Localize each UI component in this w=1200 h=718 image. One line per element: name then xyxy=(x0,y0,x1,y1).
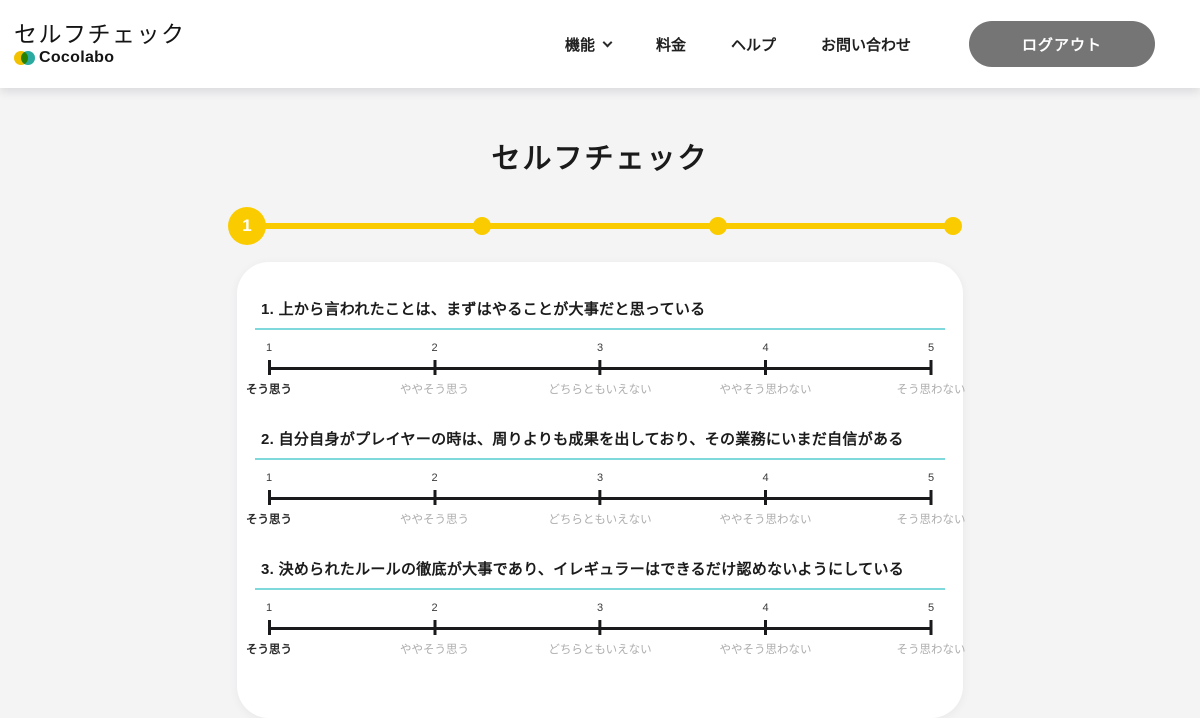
scale-tick xyxy=(929,360,933,375)
scale-tick xyxy=(764,620,767,635)
scale-number: 1 xyxy=(265,602,273,614)
scale-label: そう思う xyxy=(246,644,292,656)
cocolabo-venn-icon xyxy=(14,50,37,66)
nav-item-label: ヘルプ xyxy=(730,36,776,54)
chevron-down-icon xyxy=(602,37,613,47)
brand-row: Cocolabo xyxy=(14,49,186,67)
scale-number: 5 xyxy=(927,602,935,614)
scale-tick xyxy=(598,490,602,505)
question-title: 2. 自分自身がプレイヤーの時は、周りよりも成果を出しており、その業務にいまだ自… xyxy=(255,428,945,460)
scale-label: ややそう思う xyxy=(400,514,469,526)
rating-scale: 1 そう思う 2 ややそう思う 3 どちらともいえない 4 ややそう思わない 5 そう思わない xyxy=(246,472,966,530)
scale-number: 5 xyxy=(927,472,935,484)
brand-name: Cocolabo xyxy=(39,49,115,67)
scale-number: 1 xyxy=(265,342,273,354)
header: セルフチェック Cocolabo 機能 料金 ヘルプ お問い合わせ ログアウト xyxy=(0,0,1200,88)
scale-label: どちらともいえない xyxy=(548,384,652,396)
scale-tick xyxy=(598,360,602,375)
progress-stepper: 1 xyxy=(228,207,962,245)
scale-tick xyxy=(267,360,271,375)
scale-tick xyxy=(433,490,436,505)
scale-label: そう思わない xyxy=(896,514,966,526)
question-title: 3. 決められたルールの徹底が大事であり、イレギュラーはできるだけ認めないように… xyxy=(255,558,945,590)
nav-item-label: お問い合わせ xyxy=(820,36,911,54)
step-node-2 xyxy=(473,217,492,235)
scale-number: 3 xyxy=(596,472,604,484)
scale-label: ややそう思わない xyxy=(719,644,812,656)
scale-tick xyxy=(929,620,933,635)
scale-point-1[interactable]: 1 そう思う xyxy=(246,342,292,397)
step-node-3 xyxy=(708,217,727,235)
scale-tick xyxy=(764,360,767,375)
logo[interactable]: セルフチェック Cocolabo xyxy=(14,21,186,67)
scale-number: 2 xyxy=(431,472,438,484)
scale-point-2[interactable]: 2 ややそう思う xyxy=(400,472,469,527)
scale-point-4[interactable]: 4 ややそう思わない xyxy=(720,342,812,397)
scale-number: 3 xyxy=(596,602,604,614)
scale-label: どちらともいえない xyxy=(548,644,652,656)
scale-label: ややそう思う xyxy=(400,644,469,656)
scale-label: ややそう思わない xyxy=(719,384,812,396)
scale-point-4[interactable]: 4 ややそう思わない xyxy=(720,472,812,527)
rating-scale: 1 そう思う 2 ややそう思う 3 どちらともいえない 4 ややそう思わない 5 そう思わない xyxy=(246,602,966,660)
step-node-1: 1 xyxy=(228,207,266,245)
logout-button[interactable]: ログアウト xyxy=(969,21,1155,67)
scale-number: 4 xyxy=(762,342,769,354)
nav-item-pricing[interactable]: 料金 xyxy=(656,34,686,55)
scale-number: 3 xyxy=(596,342,604,354)
step-node-4 xyxy=(944,217,962,235)
nav-item-label: 機能 xyxy=(564,36,595,54)
question-title: 1. 上から言われたことは、まずはやることが大事だと思っている xyxy=(255,298,945,330)
scale-point-3[interactable]: 3 どちらともいえない xyxy=(548,342,651,397)
scale-number: 2 xyxy=(431,342,438,354)
step-number: 1 xyxy=(242,216,252,235)
logo-title: セルフチェック xyxy=(14,20,186,47)
nav-item-label: 料金 xyxy=(655,36,686,54)
scale-number: 5 xyxy=(927,342,935,354)
nav-item-contact[interactable]: お問い合わせ xyxy=(821,34,911,55)
scale-point-2[interactable]: 2 ややそう思う xyxy=(400,342,469,397)
stepper-line xyxy=(253,223,947,229)
scale-label: そう思わない xyxy=(896,644,966,656)
scale-tick xyxy=(929,490,933,505)
nav-item-features[interactable]: 機能 xyxy=(564,34,613,55)
scale-tick xyxy=(267,620,271,635)
scale-number: 4 xyxy=(762,602,769,614)
main-nav: 機能 料金 ヘルプ お問い合わせ xyxy=(565,34,911,55)
scale-tick xyxy=(267,490,271,505)
scale-tick xyxy=(433,620,436,635)
venn-circle-teal xyxy=(21,51,35,66)
scale-label: どちらともいえない xyxy=(548,514,652,526)
scale-label: ややそう思わない xyxy=(719,514,812,526)
main-content: セルフチェック 1 1. 上から言われたことは、まずはやることが大事だと思ってい… xyxy=(0,135,1200,718)
scale-tick xyxy=(433,360,436,375)
scale-tick xyxy=(764,490,767,505)
scale-number: 4 xyxy=(762,472,769,484)
rating-scale: 1 そう思う 2 ややそう思う 3 どちらともいえない 4 ややそう思わない 5 そう思わない xyxy=(246,342,966,400)
scale-label: ややそう思う xyxy=(400,384,469,396)
page-title: セルフチェック xyxy=(491,143,709,175)
scale-label: そう思う xyxy=(246,514,292,526)
survey-card: 1. 上から言われたことは、まずはやることが大事だと思っている 1 そう思う 2 ややそ… xyxy=(237,262,966,718)
question-block-2: 2. 自分自身がプレイヤーの時は、周りよりも成果を出しており、その業務にいまだ自… xyxy=(246,428,966,530)
scale-label: そう思う xyxy=(246,384,292,396)
question-block-1: 1. 上から言われたことは、まずはやることが大事だと思っている 1 そう思う 2 ややそ… xyxy=(246,298,966,400)
scale-point-5[interactable]: 5 そう思わない xyxy=(897,342,966,397)
scale-point-5[interactable]: 5 そう思わない xyxy=(897,472,966,527)
nav-item-help[interactable]: ヘルプ xyxy=(731,34,776,55)
scale-number: 1 xyxy=(265,472,273,484)
question-block-3: 3. 決められたルールの徹底が大事であり、イレギュラーはできるだけ認めないように… xyxy=(246,558,966,660)
scale-point-3[interactable]: 3 どちらともいえない xyxy=(548,472,651,527)
scale-tick xyxy=(598,620,602,635)
scale-label: そう思わない xyxy=(896,384,966,396)
scale-point-1[interactable]: 1 そう思う xyxy=(246,472,292,527)
scale-number: 2 xyxy=(431,602,438,614)
